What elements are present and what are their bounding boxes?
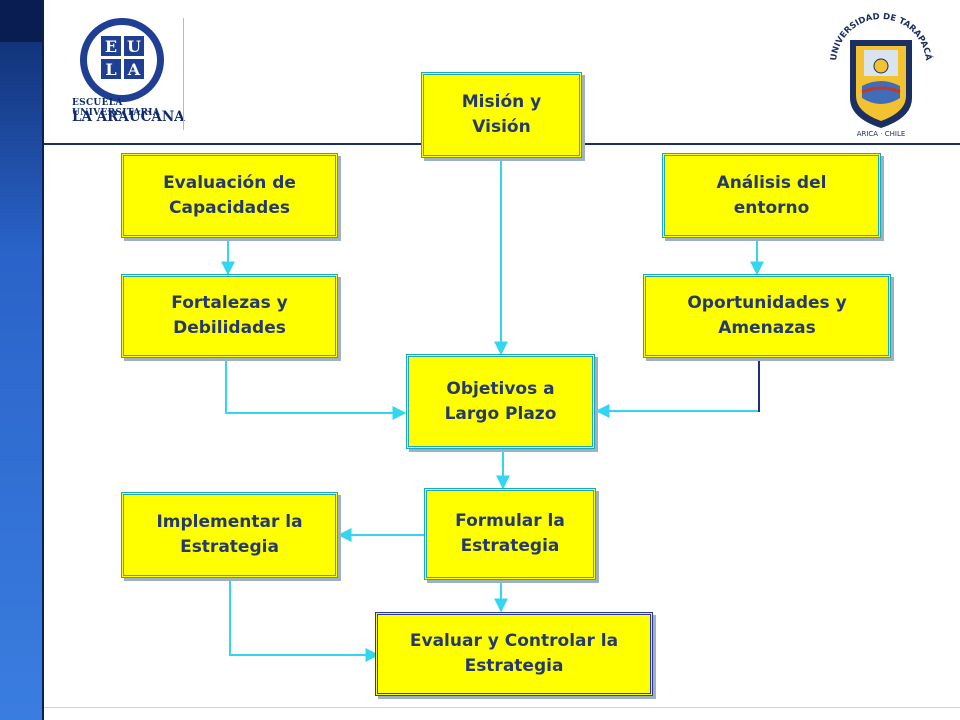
objetivos-line2: Largo Plazo [444, 403, 557, 424]
sidebar-edge [42, 0, 44, 720]
eula-letter-u: U [127, 37, 141, 56]
eula-letter-a: A [127, 60, 141, 79]
oportunidades-line1: Oportunidades y [687, 293, 847, 313]
formular-line2: Estrategia [460, 536, 560, 556]
mision-line2: Visión [472, 117, 531, 137]
sidebar-band [0, 0, 42, 720]
fortalezas-line1: Fortalezas y [171, 293, 288, 313]
logo-text-escuela: ESCUELA UNIVERSITARIA [72, 98, 161, 118]
eula-logo: E U L A [80, 18, 164, 102]
box-implementar-estrategia: Implementar la Estrategia [121, 492, 338, 578]
box-evaluacion-capacidades: Evaluación de Capacidades [121, 153, 338, 238]
logo-text-araucana: LA ARAUCANA [72, 109, 185, 125]
mision-line1: Misión y [461, 92, 542, 112]
implementar-line1: Implementar la [156, 512, 303, 532]
box-evaluar-controlar: Evaluar y Controlar la Estrategia [375, 612, 653, 696]
evaluacion-line2: Capacidades [169, 197, 290, 218]
box-fortalezas-debilidades: Fortalezas y Debilidades [121, 274, 338, 358]
box-formular-estrategia: Formular la Estrategia [424, 488, 596, 580]
arrow-fortalezas-objetivos [225, 356, 407, 420]
oportunidades-line2: Amenazas [718, 318, 816, 338]
eula-letter-l: L [105, 60, 116, 79]
evaluar-line1: Evaluar y Controlar la [409, 631, 619, 651]
analisis-line1: Análisis del [716, 172, 827, 193]
objetivos-line1: Objetivos a [446, 378, 555, 399]
box-analisis-entorno: Análisis del entorno [662, 153, 881, 238]
uta-shield-logo: UNIVERSIDAD DE TARAPACÁ ARICA · CHILE [829, 12, 935, 138]
footer-divider [44, 707, 960, 708]
evaluacion-line1: Evaluación de [163, 172, 296, 193]
formular-line1: Formular la [455, 511, 565, 531]
fortalezas-line2: Debilidades [173, 318, 286, 338]
uta-bottom-text: ARICA · CHILE [857, 130, 906, 138]
evaluar-line2: Estrategia [464, 656, 564, 676]
box-objetivos-largo-plazo: Objetivos a Largo Plazo [406, 354, 595, 449]
arrow-implementar-evaluar [229, 577, 380, 662]
logo-separator [183, 18, 184, 130]
box-oportunidades-amenazas: Oportunidades y Amenazas [643, 274, 891, 358]
implementar-line2: Estrategia [180, 537, 279, 557]
box-mision-vision: Misión y Visión [421, 72, 582, 158]
analisis-line2: entorno [733, 197, 810, 218]
sidebar-top-block [0, 0, 42, 42]
eula-letter-e: E [105, 37, 117, 56]
